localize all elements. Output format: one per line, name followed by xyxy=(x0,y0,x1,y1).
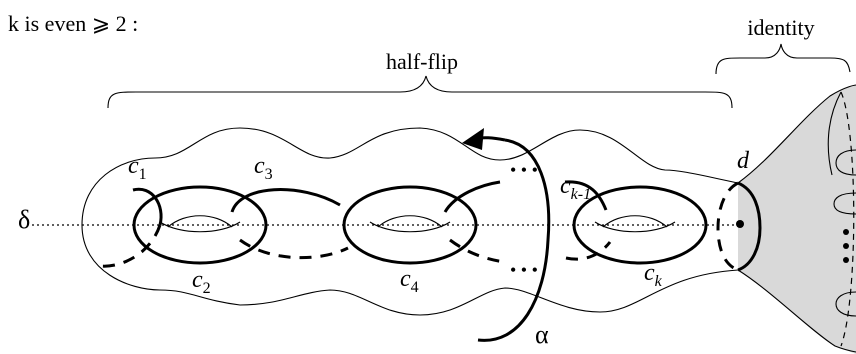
half-flip-label: half-flip xyxy=(386,49,458,74)
curve-c1-back xyxy=(99,224,162,268)
curve-c2 xyxy=(132,185,268,265)
tab-2 xyxy=(833,192,856,215)
far-dot-1 xyxy=(843,229,849,235)
condition-text: k is even ⩾ 2 : xyxy=(8,11,138,36)
far-dot-3 xyxy=(843,257,849,263)
half-flip-brace xyxy=(107,75,733,109)
curve-ck-1-front xyxy=(564,180,608,211)
tab-3 xyxy=(835,291,856,317)
curve-c3-back xyxy=(239,238,349,260)
c1-label: c1 xyxy=(128,153,147,183)
identity-brace xyxy=(715,43,851,75)
boundary-d-back xyxy=(716,181,739,272)
boundary-d-front xyxy=(737,181,762,272)
surface-outline xyxy=(81,127,739,316)
curve-ck xyxy=(572,185,708,265)
alpha-arrow-head xyxy=(462,128,484,150)
curve-c5-front xyxy=(443,180,501,213)
alpha-label: α xyxy=(535,320,549,349)
ck-1-label: ck-1 xyxy=(560,173,591,203)
curve-c1-front xyxy=(132,187,163,226)
ck-label: ck xyxy=(644,260,663,290)
c2-label: c2 xyxy=(192,267,211,297)
dots-top: • • • xyxy=(510,160,538,180)
holes xyxy=(159,215,676,233)
far-boundary-front xyxy=(827,91,842,176)
curve-ck-1-back xyxy=(565,241,612,261)
delta-label: δ xyxy=(18,205,30,234)
identity-region xyxy=(738,85,856,354)
alpha-rotation-front xyxy=(477,138,551,342)
identity-outline-bottom xyxy=(737,269,856,353)
curve-c4 xyxy=(342,185,478,265)
c4-label: c4 xyxy=(400,266,419,296)
boundary-point xyxy=(736,220,744,228)
far-dot-2 xyxy=(843,243,849,249)
dots-bottom: • • • xyxy=(510,260,538,280)
identity-outline-top xyxy=(737,84,856,184)
identity-label: identity xyxy=(747,15,814,40)
tab-1 xyxy=(835,149,856,176)
d-label: d xyxy=(737,148,750,174)
curve-c5-back xyxy=(449,238,506,264)
far-boundary-back xyxy=(840,91,855,347)
curve-c3-front xyxy=(230,188,341,213)
c3-label: c3 xyxy=(254,153,273,183)
